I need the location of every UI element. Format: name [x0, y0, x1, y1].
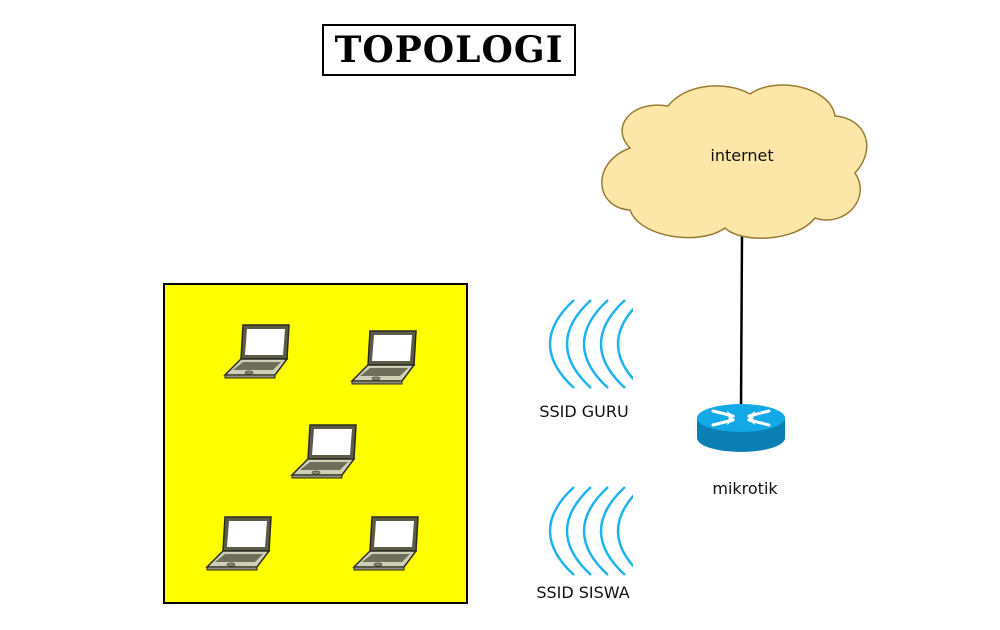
wifi-arc [548, 299, 575, 389]
wifi-arc [565, 486, 592, 576]
diagram-title: TOPOLOGI [322, 24, 576, 76]
router-label: mikrotik [712, 479, 778, 498]
wifi-arc [616, 307, 633, 381]
laptop-icon [352, 515, 426, 575]
wifi-signal-siswa-icon [548, 486, 633, 576]
wifi-arc [616, 494, 633, 568]
router-icon [697, 404, 785, 452]
laptop-icon [223, 323, 297, 383]
wifi-signal-guru-icon [548, 299, 633, 389]
wifi-arc [582, 486, 609, 576]
client-zone [163, 283, 468, 604]
laptop-icon [205, 515, 279, 575]
wifi-arc [548, 486, 575, 576]
laptop-icon [290, 423, 364, 483]
wifi-arc [565, 299, 592, 389]
laptop-icon [350, 329, 424, 389]
ssid-siswa-label: SSID SISWA [536, 583, 630, 602]
internet-label: internet [710, 146, 774, 165]
wifi-arc [599, 299, 626, 389]
wifi-arc [582, 299, 609, 389]
internet-cloud-icon [601, 84, 868, 239]
wifi-arc [599, 486, 626, 576]
ssid-guru-label: SSID GURU [539, 402, 629, 421]
